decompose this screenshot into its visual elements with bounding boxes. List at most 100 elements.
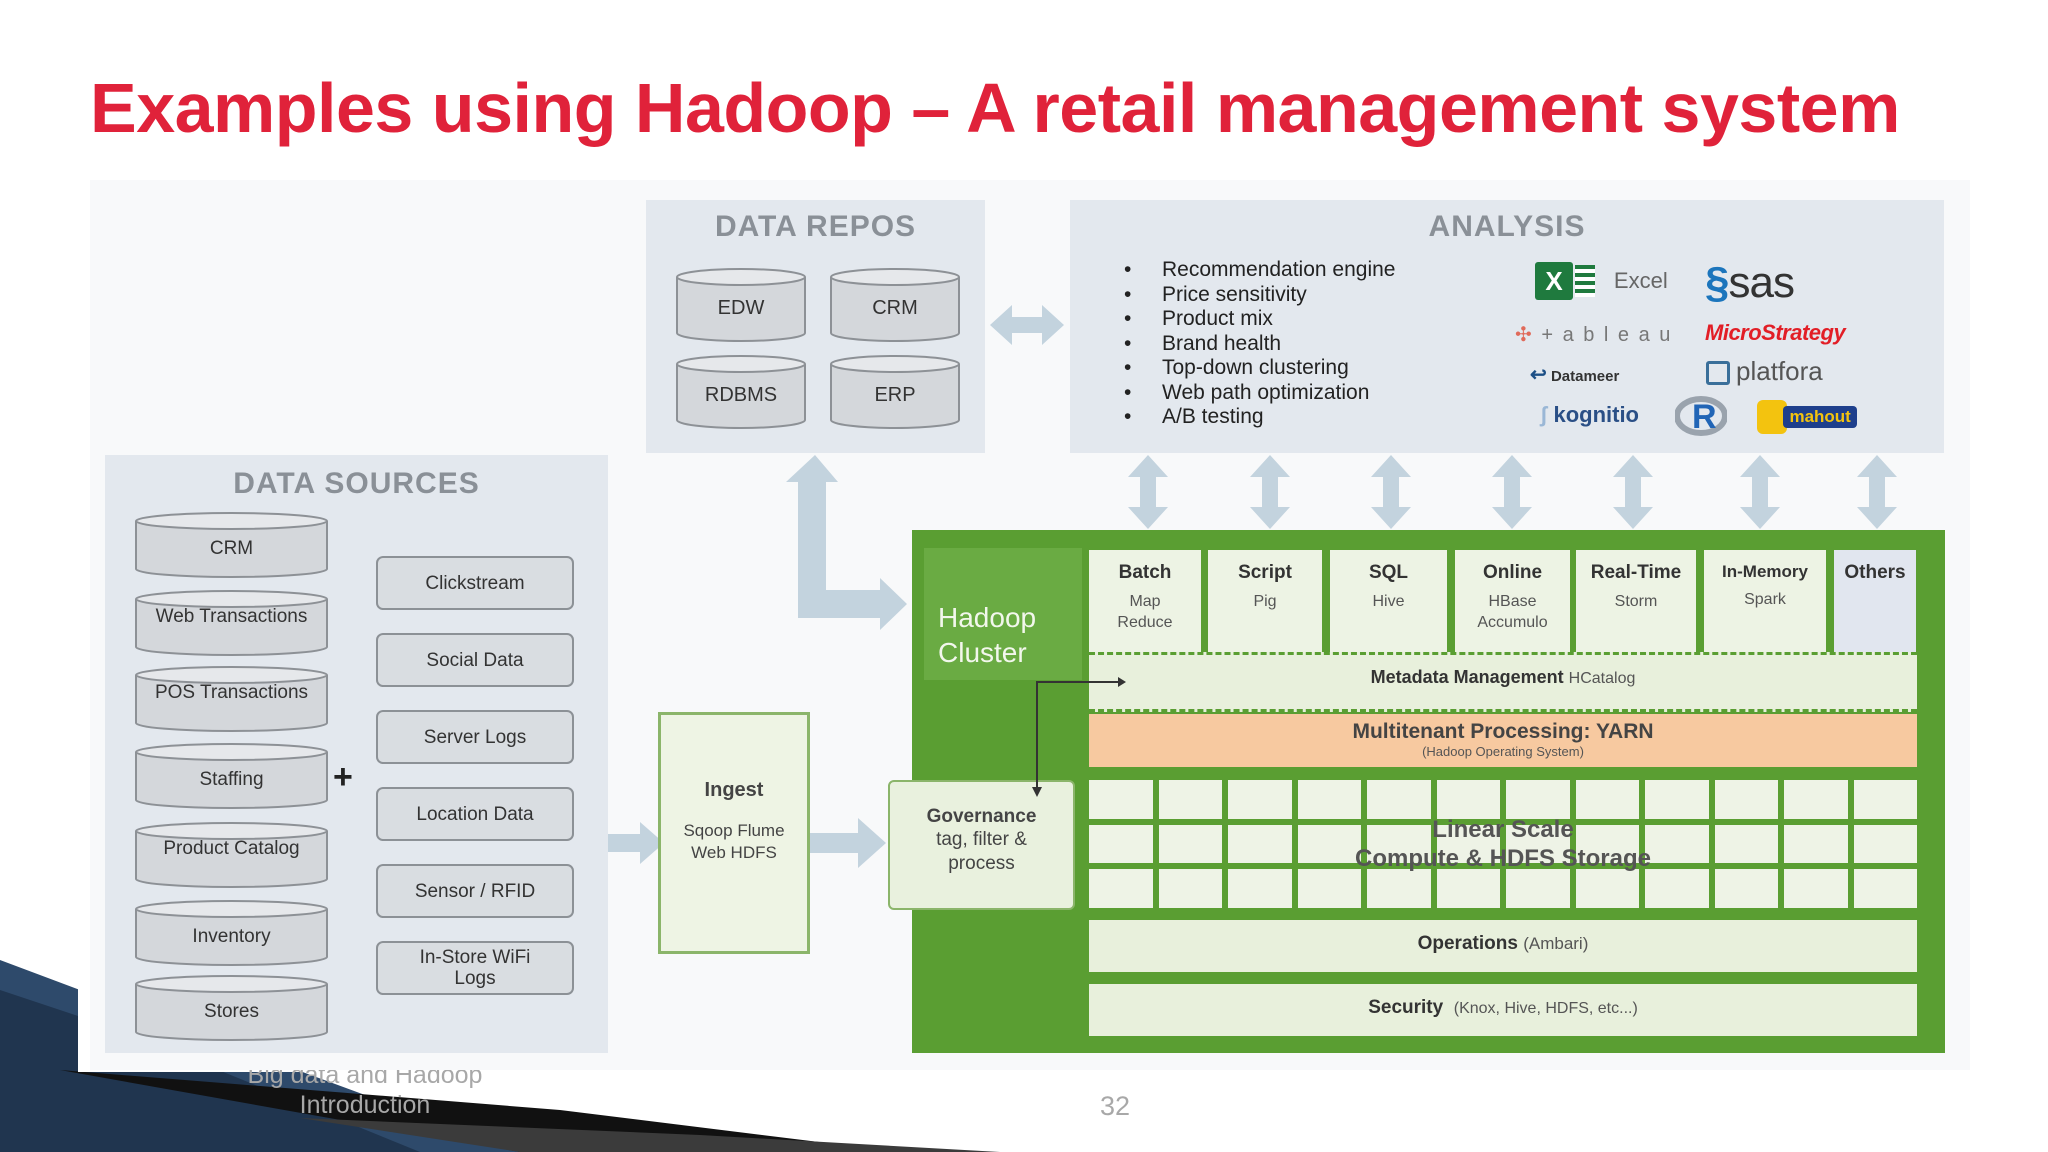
storage-node-cell — [1228, 780, 1292, 819]
operations-text: Operations (Ambari) — [1089, 933, 1917, 955]
analysis-bullet: Product mix — [1124, 307, 1524, 332]
cylinder-label: EDW — [717, 297, 765, 319]
sas-label: sas — [1728, 258, 1794, 307]
r-label: R — [1692, 398, 1717, 436]
storage-node-cell — [1784, 824, 1848, 864]
ingest-governance-arrow — [810, 818, 886, 868]
storage-node-cell — [1645, 869, 1709, 908]
security-label: Security — [1368, 997, 1444, 1018]
datameer-icon: ↩ — [1530, 364, 1547, 386]
engine-tool: Pig — [1253, 593, 1277, 610]
cylinder-shape — [135, 590, 328, 656]
analysis-title: ANALYSIS — [1428, 210, 1586, 243]
source-crm: CRM — [135, 512, 328, 578]
source-product-catalog: Product Catalog — [135, 822, 328, 888]
analysis-bullet: Web path optimization — [1124, 381, 1524, 406]
cylinder-shape — [830, 268, 960, 342]
cylinder-shape — [135, 822, 328, 888]
repo-edw: EDW — [676, 268, 806, 342]
datameer-label: Datameer — [1550, 368, 1620, 385]
ingest-title: Ingest — [704, 779, 764, 801]
source-stores: Stores — [135, 975, 328, 1041]
cylinder-shape — [135, 743, 328, 809]
cylinder-label: POS Transactions — [154, 682, 309, 703]
yarn-sub: (Hadoop Operating System) — [1422, 744, 1584, 759]
cylinder-shape — [135, 666, 328, 732]
storage-node-cell — [1228, 869, 1292, 908]
plus-sign: + — [333, 758, 353, 796]
security-text: Security (Knox, Hive, HDFS, etc...) — [1089, 997, 1917, 1019]
storage-node-cell — [1089, 780, 1153, 819]
storage-node-cell — [1784, 780, 1848, 819]
sas-logo: §sas — [1705, 258, 1795, 308]
engine-name: Script — [1238, 562, 1292, 583]
mahout-label: mahout — [1783, 406, 1857, 428]
source-server-logs: Server Logs — [376, 710, 574, 764]
metadata-label: Metadata Management — [1370, 667, 1564, 687]
storage-node-cell — [1367, 824, 1431, 864]
cylinder-shape — [676, 268, 806, 342]
operations-label: Operations — [1417, 933, 1518, 954]
source-location-data: Location Data — [376, 787, 574, 841]
storage-line-1: Linear Scale — [1432, 816, 1574, 843]
engine-tool: Spark — [1744, 591, 1786, 608]
cylinder-label: Stores — [204, 1001, 259, 1022]
cylinder-label: Staffing — [199, 769, 264, 790]
analysis-bullet-list: Recommendation engine Price sensitivity … — [1124, 258, 1524, 430]
storage-grid — [1089, 780, 1917, 908]
yarn-label: Multitenant Processing: YARN — [1352, 720, 1654, 743]
storage-node-cell — [1436, 780, 1500, 819]
data-repos-title: DATA REPOS — [714, 210, 917, 243]
analysis-bullet: Brand health — [1124, 332, 1524, 357]
storage-node-cell — [1436, 869, 1500, 908]
excel-logo: X Excel — [1535, 262, 1668, 300]
engine-tool: Hive — [1372, 593, 1405, 610]
source-clickstream: Clickstream — [376, 556, 574, 610]
engine-tool: Map Reduce — [1117, 593, 1173, 631]
kognitio-logo: ʃ kognitio — [1540, 402, 1639, 428]
source-staffing: Staffing — [135, 743, 328, 809]
storage-node-cell — [1714, 780, 1778, 819]
storage-node-cell — [1714, 869, 1778, 908]
cylinder-shape — [135, 900, 328, 966]
engine-name: Others — [1844, 562, 1906, 583]
cylinder-label: ERP — [874, 384, 916, 406]
storage-node-cell — [1506, 869, 1570, 908]
storage-node-cell — [1575, 869, 1639, 908]
storage-node-cell — [1506, 824, 1570, 864]
cylinder-label: CRM — [209, 538, 254, 559]
cylinder-label: CRM — [872, 297, 918, 319]
repo-rdbms: RDBMS — [676, 355, 806, 429]
footer-line-2: Introduction — [299, 1091, 431, 1119]
platfora-icon — [1706, 361, 1730, 386]
source-instore-wifi-logs: In-Store WiFi Logs — [376, 941, 574, 995]
hadoop-cluster-title: Hadoop Cluster — [938, 602, 1037, 668]
storage-node-cell — [1784, 869, 1848, 908]
storage-node-cell — [1853, 780, 1917, 819]
storage-node-cell — [1506, 780, 1570, 819]
security-tool: (Knox, Hive, HDFS, etc...) — [1453, 1000, 1638, 1017]
cylinder-label: RDBMS — [704, 384, 778, 406]
cylinder-shape — [135, 512, 328, 578]
engine-name: Online — [1482, 562, 1543, 583]
operations-bar: Operations (Ambari) — [1089, 920, 1917, 972]
tableau-logo: ✣ + a b l e a u — [1515, 322, 1672, 347]
engine-tool: HBase Accumulo — [1477, 593, 1548, 631]
hadoop-cluster-label-block: Hadoop Cluster — [924, 548, 1082, 680]
engine-name: Batch — [1118, 562, 1172, 583]
analysis-bullet: Recommendation engine — [1124, 258, 1524, 283]
storage-node-cell — [1297, 824, 1361, 864]
source-web-transactions: Web Transactions — [135, 590, 328, 656]
storage-label: Linear Scale Compute & HDFS Storage — [1089, 815, 1917, 873]
analysis-bullet: Price sensitivity — [1124, 283, 1524, 308]
cylinder-label: Product Catalog — [163, 838, 300, 859]
ingest-tools: Sqoop Flume Web HDFS — [683, 821, 785, 862]
engine-name: In-Memory — [1722, 562, 1808, 581]
source-inventory: Inventory — [135, 900, 328, 966]
ingest-box: Ingest Sqoop Flume Web HDFS — [658, 712, 810, 954]
storage-node-cell — [1158, 824, 1222, 864]
storage-node-cell — [1853, 869, 1917, 908]
metadata-text: Metadata Management HCatalog — [1089, 667, 1917, 688]
cylinder-shape — [135, 975, 328, 1041]
